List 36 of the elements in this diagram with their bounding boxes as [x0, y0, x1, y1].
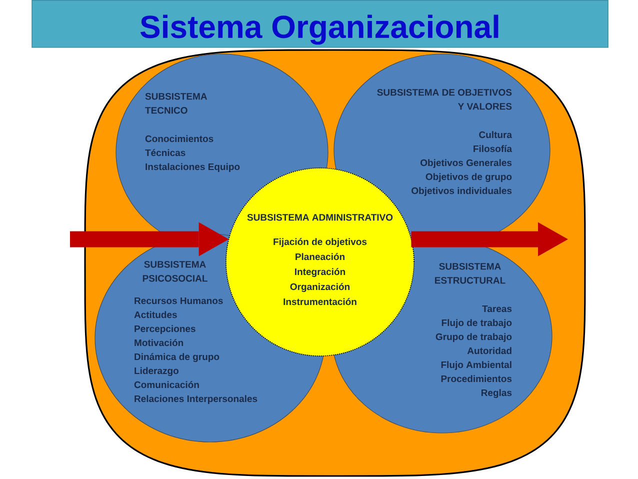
list-item: Relaciones Interpersonales [134, 395, 258, 404]
list-item: Tareas [482, 305, 512, 312]
list-item: Filosofía [474, 145, 512, 152]
list-item: Cultura [479, 131, 512, 138]
list-item: Flujo de trabajo [442, 319, 512, 328]
heading-text: SUBSISTEMA ESTRUCTURAL [435, 263, 506, 284]
block-arrow [411, 222, 568, 256]
list-item: Percepciones [134, 325, 196, 334]
list-item: Reglas [482, 389, 512, 398]
list-item: Liderazgo [134, 367, 178, 376]
heading-text: SUBSISTEMA TECNICO [145, 93, 208, 114]
list-item: Autoridad [467, 347, 512, 354]
list-item: Dinámica de grupo [134, 353, 220, 362]
list-item: Grupo de trabajo [436, 333, 512, 342]
heading-text: SUBSISTEMA PSICOSOCIAL [142, 261, 208, 282]
list-item: Fijación de objetivos [274, 238, 367, 247]
list-item: Integración [295, 268, 346, 277]
list-item: Recursos Humanos [134, 297, 223, 304]
list-item: Actitudes [134, 311, 177, 318]
list-item: Instrumentación [284, 298, 356, 306]
list-item: Instalaciones Equipo [146, 163, 240, 172]
list-item: Comunicación [134, 381, 199, 388]
list-item: Flujo Ambiental [441, 361, 512, 370]
list-item: Objetivos Generales [420, 159, 512, 168]
heading-text: SUBSISTEMA DE OBJETIVOS Y VALORES [377, 89, 512, 110]
list-item: Procedimientos [441, 375, 512, 382]
list-item: Planeación [296, 253, 344, 260]
list-item: Objetivos individuales [412, 187, 512, 196]
block-arrow [70, 222, 229, 256]
heading-text: SUBSISTEMA ADMINISTRATIVO [247, 214, 393, 221]
list-item: Organización [290, 283, 350, 292]
list-item: Objetivos de grupo [426, 173, 512, 182]
list-item: Conocimientos [145, 135, 214, 142]
list-item: Técnicas [145, 149, 186, 156]
title-banner: Sistema Organizacional [32, 0, 608, 48]
list-item: Motivación [134, 339, 184, 346]
